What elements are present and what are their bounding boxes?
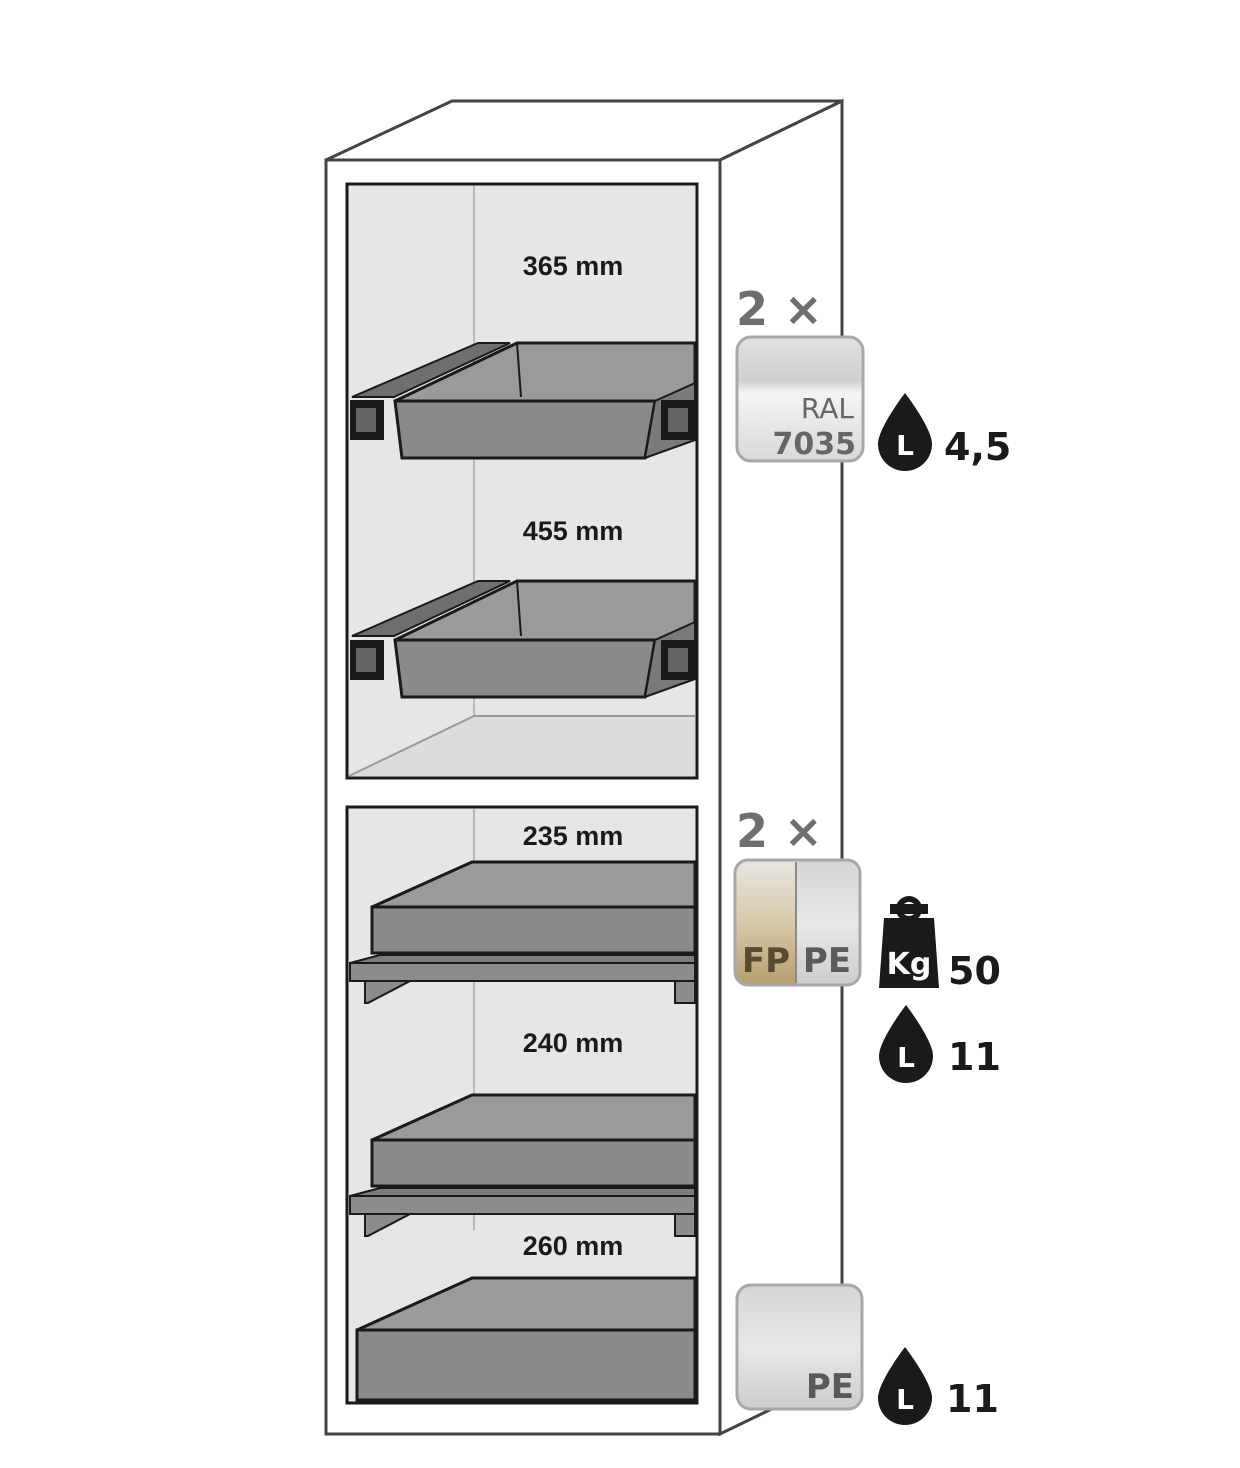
pe-label: PE	[803, 941, 851, 981]
pe-tile	[735, 1283, 864, 1411]
dim-upper-2: 455 mm	[523, 516, 624, 546]
svg-text:L: L	[897, 1041, 915, 1074]
dim-lower-2: 240 mm	[523, 1028, 624, 1058]
fp-pe-badge: 2 × FP PE Kg 50 L 11	[733, 804, 1001, 1083]
floor-sump-tray	[355, 1276, 697, 1402]
weight-icon: Kg	[879, 896, 939, 988]
ral-quantity: 2 ×	[736, 282, 823, 336]
fp-pe-volume-value: 11	[948, 1035, 1001, 1079]
ral-badge: 2 × RAL 7035 L 4,5	[735, 282, 1011, 471]
ral-color-tile	[735, 335, 865, 463]
dim-lower-3: 260 mm	[523, 1231, 624, 1261]
svg-text:Kg: Kg	[887, 947, 932, 982]
dim-lower-1: 235 mm	[523, 821, 624, 851]
droplet-icon: L	[879, 1005, 933, 1083]
svg-text:L: L	[896, 1383, 914, 1416]
shelf-tray-1	[350, 341, 697, 460]
fp-pe-weight-value: 50	[948, 949, 1001, 993]
droplet-icon: L	[878, 1347, 932, 1425]
svg-text:L: L	[896, 429, 914, 462]
pe-tile-label: PE	[806, 1367, 854, 1407]
lower-tray-2	[349, 1093, 697, 1237]
ral-volume-value: 4,5	[944, 425, 1011, 469]
ral-label-bottom: 7035	[773, 427, 857, 462]
pe-badge: PE L 11	[735, 1283, 999, 1425]
lower-tray-1	[349, 860, 697, 1004]
fp-label: FP	[742, 941, 790, 981]
droplet-icon: L	[878, 393, 932, 471]
fp-pe-quantity: 2 ×	[736, 804, 823, 858]
dim-upper-1: 365 mm	[523, 251, 624, 281]
lower-compartment: 235 mm 240 mm 260 mm	[345, 805, 699, 1405]
shelf-tray-2	[350, 579, 697, 699]
pe-volume-value: 11	[946, 1377, 999, 1421]
upper-compartment: 365 mm 455 mm	[345, 182, 699, 780]
ral-label-top: RAL	[801, 392, 854, 425]
